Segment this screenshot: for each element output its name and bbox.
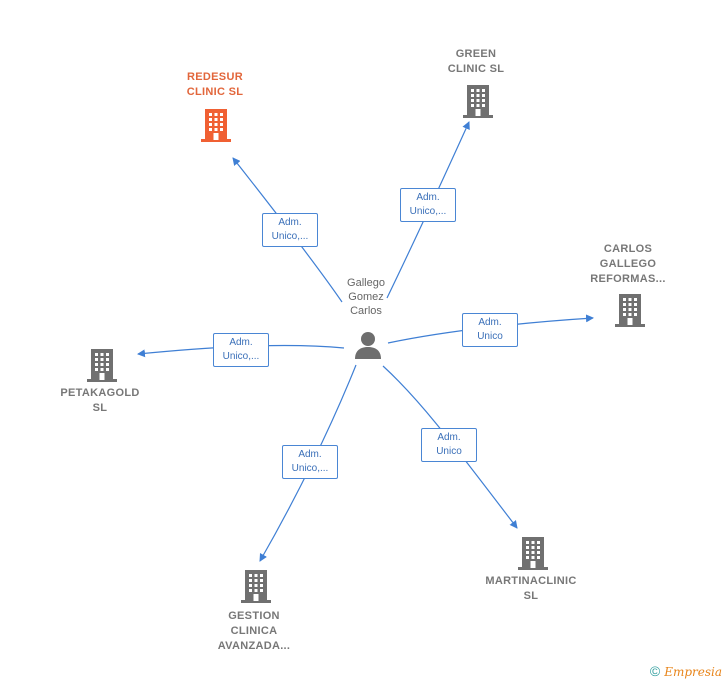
company-label-line: PETAKAGOLD (60, 387, 140, 399)
company-label-line: GESTION (228, 609, 280, 622)
building-icon[interactable] (240, 568, 272, 609)
company-label-green[interactable]: GREEN CLINIC SL (421, 47, 531, 77)
company-label-martina[interactable]: MARTINACLINIC SL (471, 574, 591, 604)
person-name-line: Gomez (348, 291, 384, 303)
relation-label-line: Unico,... (271, 231, 309, 242)
relation-label-line: Adm. (229, 337, 253, 348)
company-label-gestion[interactable]: GESTION CLINICA AVANZADA... (199, 609, 309, 654)
building-icon[interactable] (86, 347, 118, 388)
relation-label-line: Unico,... (222, 351, 260, 362)
person-name-line: Gallego (347, 277, 385, 289)
person-icon[interactable] (353, 330, 383, 365)
relation-label-line: Unico (436, 446, 462, 457)
company-label-line: CLINIC SL (186, 86, 244, 98)
relation-label-line: Adm. (437, 432, 461, 443)
relation-label-line: Adm. (278, 217, 302, 228)
relation-label-martina[interactable]: Adm. Unico (421, 428, 477, 462)
relation-label-line: Unico,... (409, 206, 447, 217)
company-label-redesur[interactable]: REDESUR CLINIC SL (160, 70, 270, 100)
building-icon[interactable] (614, 292, 646, 333)
relation-label-carlos[interactable]: Adm. Unico (462, 313, 518, 347)
person-name-line: Carlos (350, 305, 382, 317)
relation-edge-martina (382, 365, 518, 529)
building-icon[interactable] (517, 535, 549, 576)
company-label-line: SL (92, 402, 108, 414)
relation-label-line: Adm. (478, 317, 502, 328)
relation-label-line: Adm. (416, 192, 440, 203)
footer-brand[interactable]: ©Empresia (650, 663, 722, 679)
company-label-line: AVANZADA... (217, 639, 291, 652)
relation-label-line: Unico,... (291, 463, 329, 474)
company-label-line: CLINIC SL (447, 63, 505, 75)
company-label-line: GALLEGO (599, 257, 657, 270)
company-label-line: REFORMAS... (590, 272, 666, 285)
relation-label-line: Adm. (298, 449, 322, 460)
building-icon[interactable] (200, 107, 232, 148)
company-label-line: CLINICA (230, 624, 278, 637)
company-label-line: GREEN (455, 48, 497, 60)
relation-label-green[interactable]: Adm. Unico,... (400, 188, 456, 222)
company-label-line: SL (523, 590, 539, 602)
relation-label-redesur[interactable]: Adm. Unico,... (262, 213, 318, 247)
company-label-carlos[interactable]: CARLOS GALLEGO REFORMAS... (573, 242, 683, 287)
brand-logo-text: Empresia (664, 665, 722, 679)
building-icon[interactable] (462, 83, 494, 124)
company-label-line: CARLOS (603, 242, 653, 255)
company-label-line: MARTINACLINIC (485, 575, 577, 587)
relation-label-line: Unico (477, 331, 503, 342)
company-label-petakagold[interactable]: PETAKAGOLD SL (45, 386, 155, 416)
relation-label-petakagold[interactable]: Adm. Unico,... (213, 333, 269, 367)
relation-label-gestion[interactable]: Adm. Unico,... (282, 445, 338, 479)
copyright-icon: © (649, 663, 661, 679)
company-label-line: REDESUR (187, 71, 243, 83)
